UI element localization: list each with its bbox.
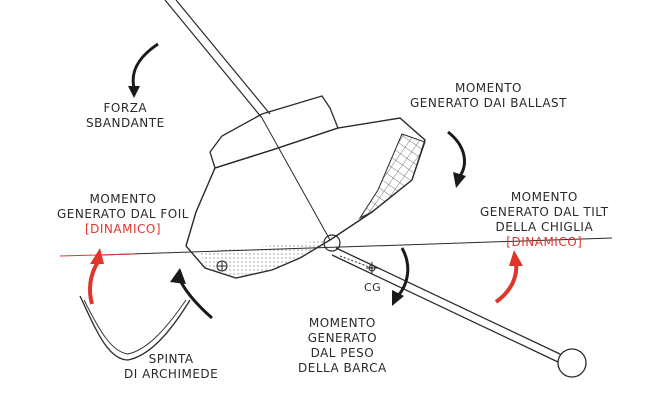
keel-pivot [323,234,341,252]
buoyancy-moment-arrow [170,268,213,320]
label-forza-sbandante: FORZA SBANDANTE [86,101,165,130]
waterline [101,237,613,256]
heeling-force-arrow [128,42,159,98]
label-spinta-archimede: SPINTA DI ARCHIMEDE [124,352,219,381]
keel-tilt-moment-arrow [494,250,523,304]
label-momento-tilt: MOMENTO GENERATO DAL TILT DELLA CHIGLIA … [480,190,609,249]
buoyancy-centre-mark [216,260,228,272]
mast [164,0,331,241]
ballast-hatch [358,133,426,220]
deck-house [209,95,339,169]
cg-mark [339,255,378,274]
label-foil-dinamico: [DINAMICO] [84,222,161,236]
label-momento-ballast: MOMENTO GENERATO DAI BALLAST [410,81,567,110]
underwater-hull [200,240,330,278]
foil [79,295,191,361]
label-tilt-dinamico: [DINAMICO] [506,235,583,249]
label-cg: CG [364,281,382,294]
ballast-moment-arrow [447,130,466,188]
label-momento-foil: MOMENTO GENERATO DAL FOIL [DINAMICO] [57,192,189,236]
foil-moment-arrow [88,248,104,305]
label-momento-peso: MOMENTO GENERATO DAL PESO DELLA BARCA [298,316,387,375]
boat-weight-moment-arrow [392,247,410,306]
